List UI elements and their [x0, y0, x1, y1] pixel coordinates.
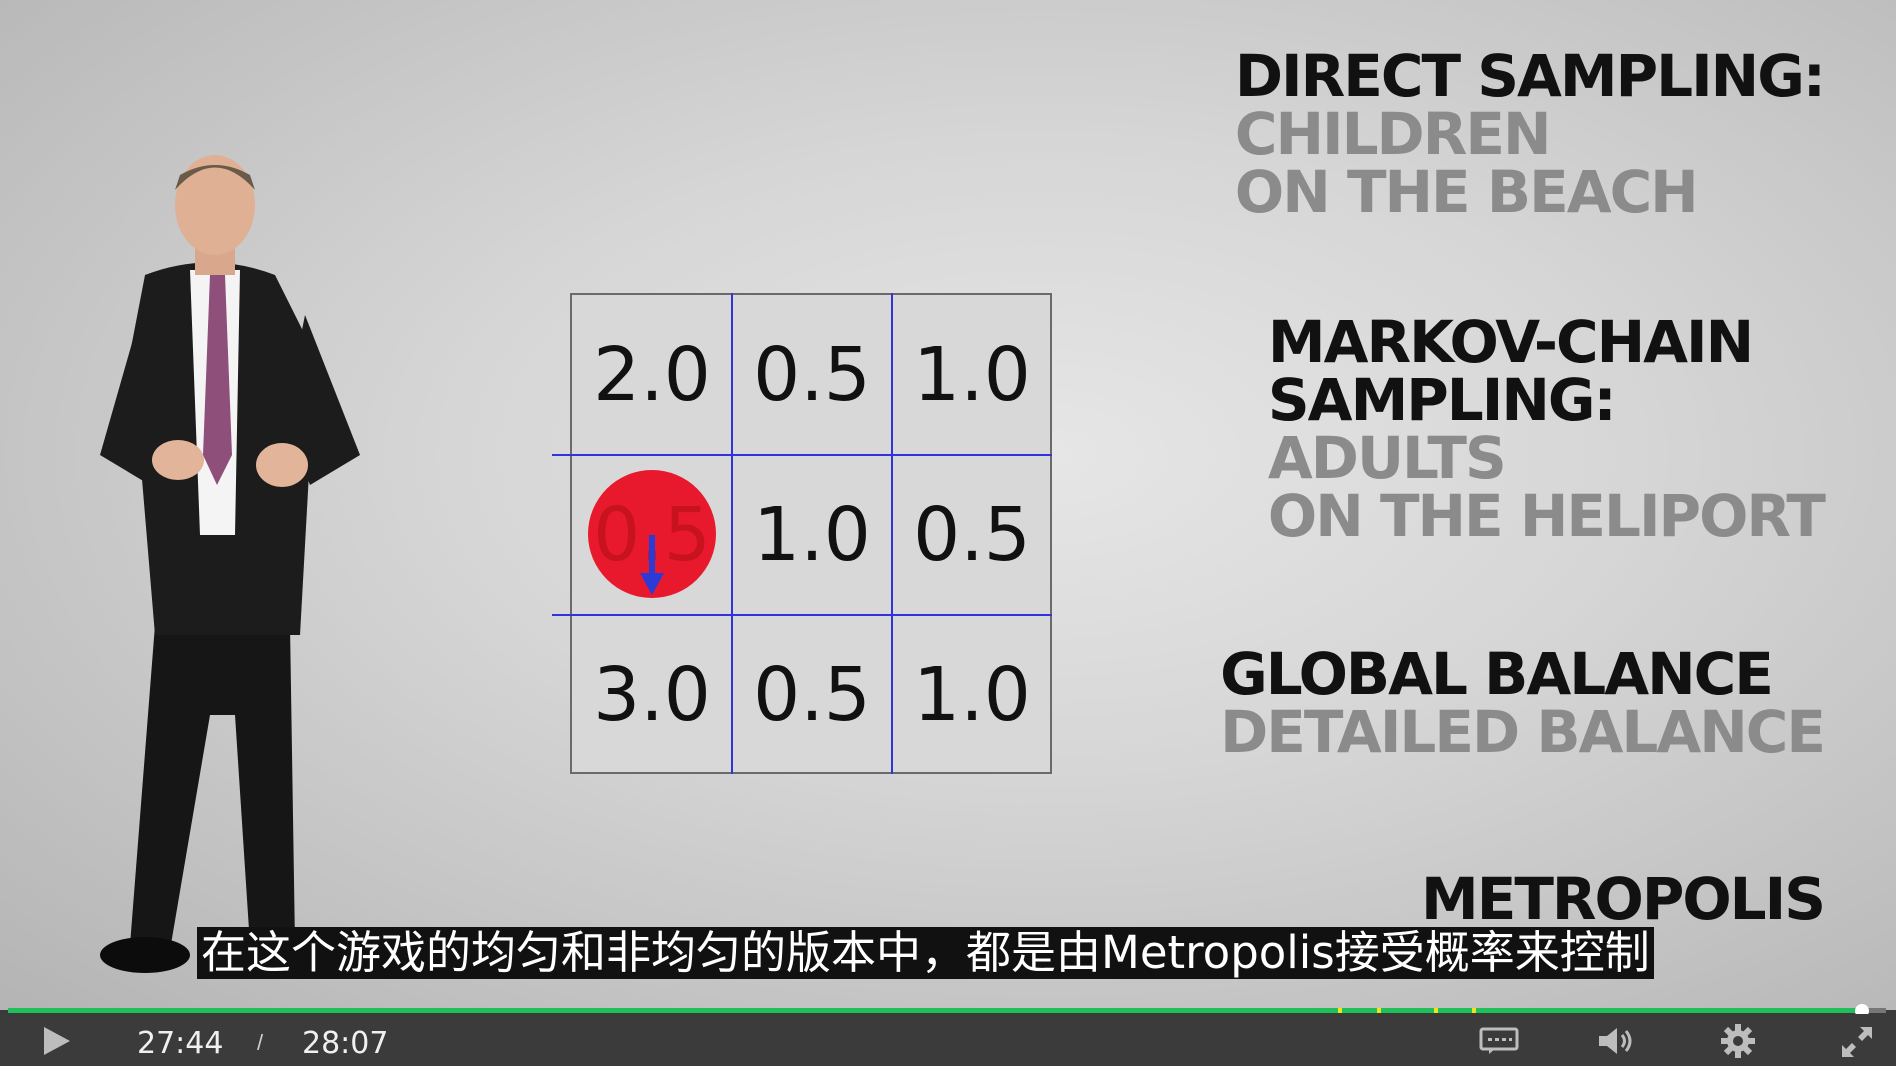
current-time: 27:44	[137, 1026, 224, 1061]
chapter-marker[interactable]	[1377, 1008, 1381, 1013]
volume-button[interactable]	[1596, 1024, 1638, 1058]
grid-cell: 1.0	[753, 491, 871, 578]
grid-cell-occupied: 0.5	[572, 455, 732, 614]
markov-sampling-block: MARKOV-CHAIN SAMPLING: ADULTS ON THE HEL…	[1267, 308, 1826, 550]
grid-line	[552, 614, 1052, 616]
subtitle-caption: 在这个游戏的均匀和非均匀的版本中，都是由Metropolis接受概率来控制	[197, 927, 1654, 979]
heading-adults: ADULTS	[1267, 424, 1507, 492]
fullscreen-button[interactable]	[1837, 1024, 1877, 1060]
heading-children: CHILDREN	[1234, 100, 1552, 168]
grid-cell: 0.5	[913, 491, 1031, 578]
chapter-marker[interactable]	[1338, 1008, 1342, 1013]
grid-line	[731, 293, 733, 774]
heading-metropolis: METROPOLIS	[1421, 865, 1826, 933]
progress-fill	[8, 1008, 1862, 1013]
play-button[interactable]	[36, 1024, 76, 1058]
heading-global-balance: GLOBAL BALANCE	[1220, 640, 1774, 708]
chapter-marker[interactable]	[1472, 1008, 1476, 1013]
presenter-figure	[100, 155, 360, 973]
grid-cell: 3.0	[593, 651, 711, 738]
grid-cell: 0.5	[753, 651, 871, 738]
grid-cell: 1.0	[913, 331, 1031, 418]
heading-markov-chain: MARKOV-CHAIN	[1267, 308, 1754, 376]
grid-cell: 2.0	[593, 331, 711, 418]
heading-on-the-heliport: ON THE HELIPORT	[1267, 482, 1826, 550]
gear-icon	[1721, 1024, 1755, 1058]
probability-grid: 2.0 0.5 1.0 0.5 1.0 0.5 3.0 0.5 1.0	[552, 293, 1052, 774]
heading-detailed-balance: DETAILED BALANCE	[1220, 698, 1826, 766]
play-icon	[44, 1027, 70, 1055]
heading-sampling: SAMPLING:	[1267, 366, 1617, 434]
duration-time: 28:07	[302, 1026, 389, 1061]
chapter-marker[interactable]	[1434, 1008, 1438, 1013]
grid-cell: 0.5	[753, 331, 871, 418]
captions-icon	[1479, 1027, 1519, 1054]
balance-block: GLOBAL BALANCE DETAILED BALANCE	[1220, 640, 1826, 766]
video-frame[interactable]: 2.0 0.5 1.0 0.5 1.0 0.5 3.0 0.5 1.0 DIRE…	[0, 0, 1896, 1010]
progress-bar[interactable]	[0, 1004, 1896, 1018]
subtitles-button[interactable]	[1478, 1024, 1520, 1058]
heading-direct-sampling: DIRECT SAMPLING:	[1234, 42, 1826, 110]
grid-cell: 1.0	[913, 651, 1031, 738]
settings-button[interactable]	[1718, 1022, 1758, 1060]
fullscreen-icon	[1842, 1027, 1872, 1057]
down-arrow-icon	[640, 535, 664, 595]
grid-line	[552, 454, 1052, 456]
time-separator: /	[257, 1030, 264, 1055]
heading-on-the-beach: ON THE BEACH	[1234, 158, 1699, 226]
grid-line	[891, 293, 893, 774]
direct-sampling-block: DIRECT SAMPLING: CHILDREN ON THE BEACH	[1234, 42, 1826, 226]
volume-icon	[1599, 1028, 1632, 1054]
player-controls: 27:44 / 28:07	[0, 1014, 1896, 1066]
